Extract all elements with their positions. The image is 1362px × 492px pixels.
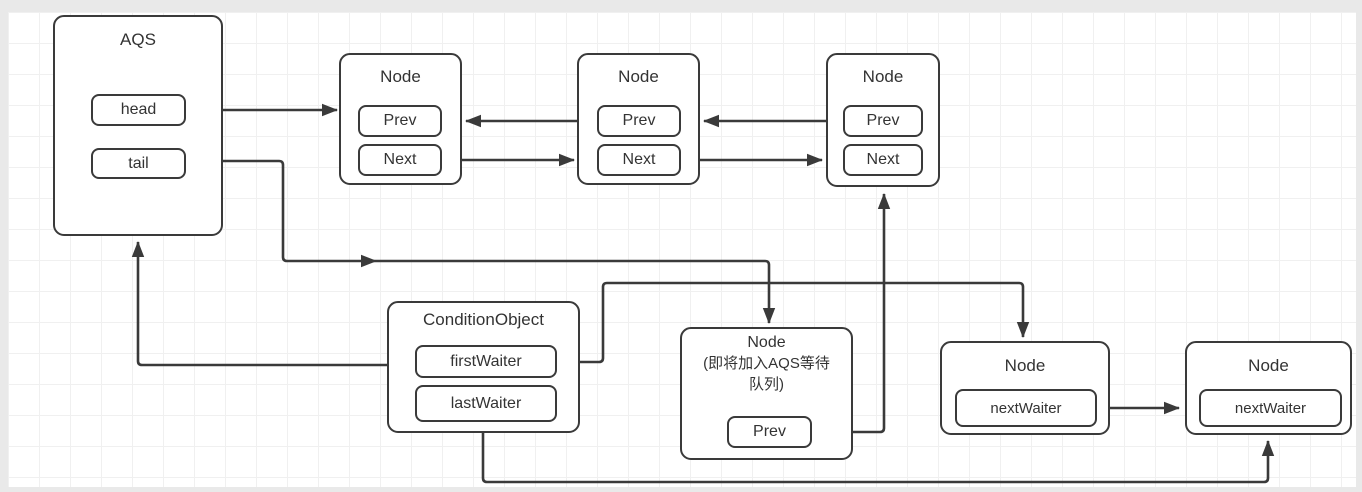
pending-node-title: Node: [747, 334, 786, 351]
aqs-tail-field: tail: [91, 148, 186, 179]
first-waiter-field: firstWaiter: [415, 345, 557, 378]
tail-edge-mid-arrowhead: [361, 254, 377, 268]
sync-node2-prev-field: Prev: [597, 105, 681, 137]
sync-node1-prev-field: Prev: [358, 105, 442, 137]
edge-pending-prev-to-node3: [812, 193, 891, 434]
sync-node2-box: Node Prev Next: [577, 53, 700, 185]
sync-node3-box: Node Prev Next: [826, 53, 940, 187]
edge-tail-to-pending-node: [186, 159, 776, 324]
waiter-node1-title: Node: [1004, 356, 1046, 375]
pending-node-box: Node (即将加入AQS等待 队列) Prev: [680, 327, 853, 460]
sync-node1-title: Node: [380, 67, 421, 86]
sync-node3-prev-field: Prev: [843, 105, 923, 137]
pending-node-note-line2: 队列): [749, 376, 784, 393]
aqs-head-field: head: [91, 94, 186, 126]
condition-object-box: ConditionObject firstWaiter lastWaiter: [387, 301, 580, 433]
waiter-node1-box: Node nextWaiter: [940, 341, 1110, 435]
last-waiter-field: lastWaiter: [415, 385, 557, 422]
sync-node2-title: Node: [618, 67, 659, 86]
sync-node2-next-field: Next: [597, 144, 681, 176]
sync-node1-next-field: Next: [358, 144, 442, 176]
sync-node1-box: Node Prev Next: [339, 53, 462, 185]
pending-node-note-line1: (即将加入AQS等待: [703, 355, 830, 372]
edge-firstwaiter-to-waiter-node1: [557, 281, 1030, 364]
aqs-box: AQS head tail: [53, 15, 223, 236]
sync-node3-next-field: Next: [843, 144, 923, 176]
waiter-node2-title: Node: [1248, 356, 1289, 375]
waiter-node2-nextwaiter-field: nextWaiter: [1199, 389, 1342, 427]
edge-lastwaiter-to-waiter-node2: [481, 423, 1275, 484]
sync-node3-title: Node: [862, 67, 904, 86]
aqs-title: AQS: [120, 30, 156, 49]
pending-node-prev-field: Prev: [727, 416, 812, 448]
edge-condition-to-aqs: [131, 241, 387, 367]
condition-object-title: ConditionObject: [423, 310, 544, 329]
waiter-node2-box: Node nextWaiter: [1185, 341, 1352, 435]
waiter-node1-nextwaiter-field: nextWaiter: [955, 389, 1097, 427]
